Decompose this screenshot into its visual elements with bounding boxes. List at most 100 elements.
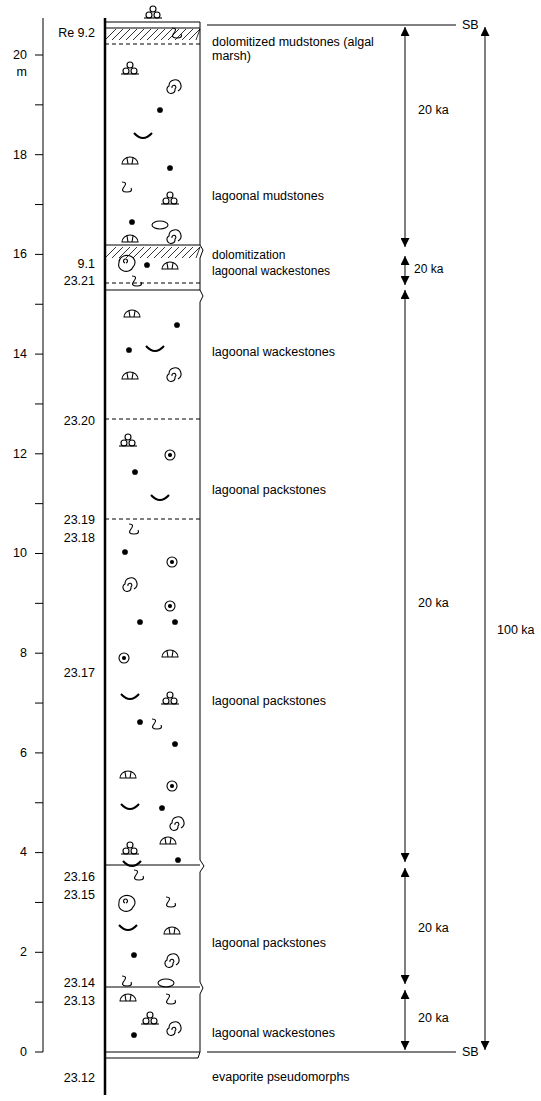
depth-unit: m	[17, 65, 27, 79]
cycle-duration: 20 ka	[418, 1011, 449, 1025]
sample-number: 23.15	[64, 888, 95, 902]
tick	[35, 104, 43, 105]
rib	[172, 263, 173, 269]
hatch-stroke	[105, 29, 116, 40]
tick	[35, 1052, 43, 1053]
cycle-duration: 20 ka	[418, 921, 449, 935]
facies-label: lagoonal wackestones	[212, 345, 335, 359]
hatch-stroke	[105, 247, 116, 258]
gastropod	[170, 817, 184, 831]
depth-number: 2	[20, 945, 27, 959]
depth-number: 14	[13, 347, 27, 361]
fossil-symbols	[119, 6, 184, 1037]
hatch-stroke	[119, 29, 130, 40]
rib	[127, 236, 128, 242]
dot	[138, 620, 143, 625]
rib	[129, 311, 130, 317]
depth-number: 20	[13, 48, 27, 62]
sample-number: 23.21	[64, 274, 95, 288]
rib	[174, 928, 175, 934]
foram-base	[144, 17, 162, 18]
shell	[146, 346, 164, 351]
dot	[123, 550, 128, 555]
hatch-stroke	[126, 29, 137, 40]
rib	[169, 928, 170, 934]
rib	[165, 838, 166, 844]
foram-base	[119, 445, 137, 446]
tick	[35, 653, 43, 654]
rib	[134, 311, 135, 317]
ooid-core	[171, 561, 174, 564]
hatch-stroke	[161, 247, 172, 258]
intraclast	[119, 255, 135, 271]
gastropod	[167, 230, 181, 244]
foram	[163, 698, 169, 704]
hatch-stroke	[182, 29, 193, 40]
rib	[167, 263, 168, 269]
hatch-stroke	[112, 29, 123, 40]
shell	[121, 694, 139, 699]
rib	[170, 838, 171, 844]
dot	[133, 470, 138, 475]
hatch-stroke	[161, 29, 172, 40]
cycle-duration: 20 ka	[414, 263, 443, 277]
sb-line	[207, 1052, 456, 1053]
ooid-core	[171, 785, 174, 788]
tick	[35, 154, 43, 155]
hatch-stroke	[119, 247, 130, 258]
ooid	[165, 601, 175, 611]
tick	[35, 304, 43, 305]
hatch-stroke	[147, 247, 158, 258]
sample-number: 23.18	[64, 531, 95, 545]
foram	[131, 68, 137, 74]
foram	[147, 1012, 153, 1018]
burrow	[166, 994, 176, 1004]
hatch-stroke	[196, 29, 200, 40]
facies-label: lagoonal packstones	[212, 936, 326, 950]
foram	[167, 192, 173, 198]
sample-number: 23.16	[64, 870, 95, 884]
facies-label: dolomitization	[212, 249, 285, 263]
hatch-stroke	[182, 247, 193, 258]
burrow	[172, 28, 182, 38]
shell	[151, 495, 169, 500]
hatch-stroke	[133, 29, 144, 40]
axis-line	[43, 18, 44, 1052]
foram-base	[161, 703, 179, 704]
foram-base	[161, 203, 179, 204]
rib	[132, 158, 133, 164]
lithology-column	[105, 18, 204, 1095]
foram-base	[121, 853, 139, 854]
gastropod	[123, 578, 137, 592]
ooid	[165, 450, 175, 460]
brachiopod	[120, 994, 136, 1001]
burrow	[122, 182, 132, 192]
dot	[130, 220, 135, 225]
facies-label: dolomitized mudstones (algal marsh)	[212, 35, 377, 64]
depth-number: 12	[13, 447, 27, 461]
foram	[131, 848, 137, 854]
foram	[163, 198, 169, 204]
brachiopod	[122, 372, 138, 379]
depth-number: 18	[13, 148, 27, 162]
rib	[172, 651, 173, 657]
ooid	[167, 557, 177, 567]
hatch-stroke	[189, 247, 200, 258]
hatch-stroke	[140, 247, 151, 258]
sample-number: 23.20	[64, 414, 95, 428]
rib	[127, 373, 128, 379]
hatch-stroke	[189, 29, 200, 40]
sample-number: 9.1	[78, 257, 95, 271]
depth-scale	[35, 18, 43, 1052]
depth-number: 8	[20, 646, 27, 660]
brachiopod	[162, 262, 178, 269]
burrow	[132, 276, 142, 286]
burrow	[134, 870, 144, 880]
hatch-stroke	[154, 247, 165, 258]
oncoid	[152, 221, 168, 229]
tick	[35, 852, 43, 853]
cycle-duration: 20 ka	[418, 596, 449, 610]
foram	[171, 698, 177, 704]
cycle-duration: 20 ka	[418, 103, 449, 117]
